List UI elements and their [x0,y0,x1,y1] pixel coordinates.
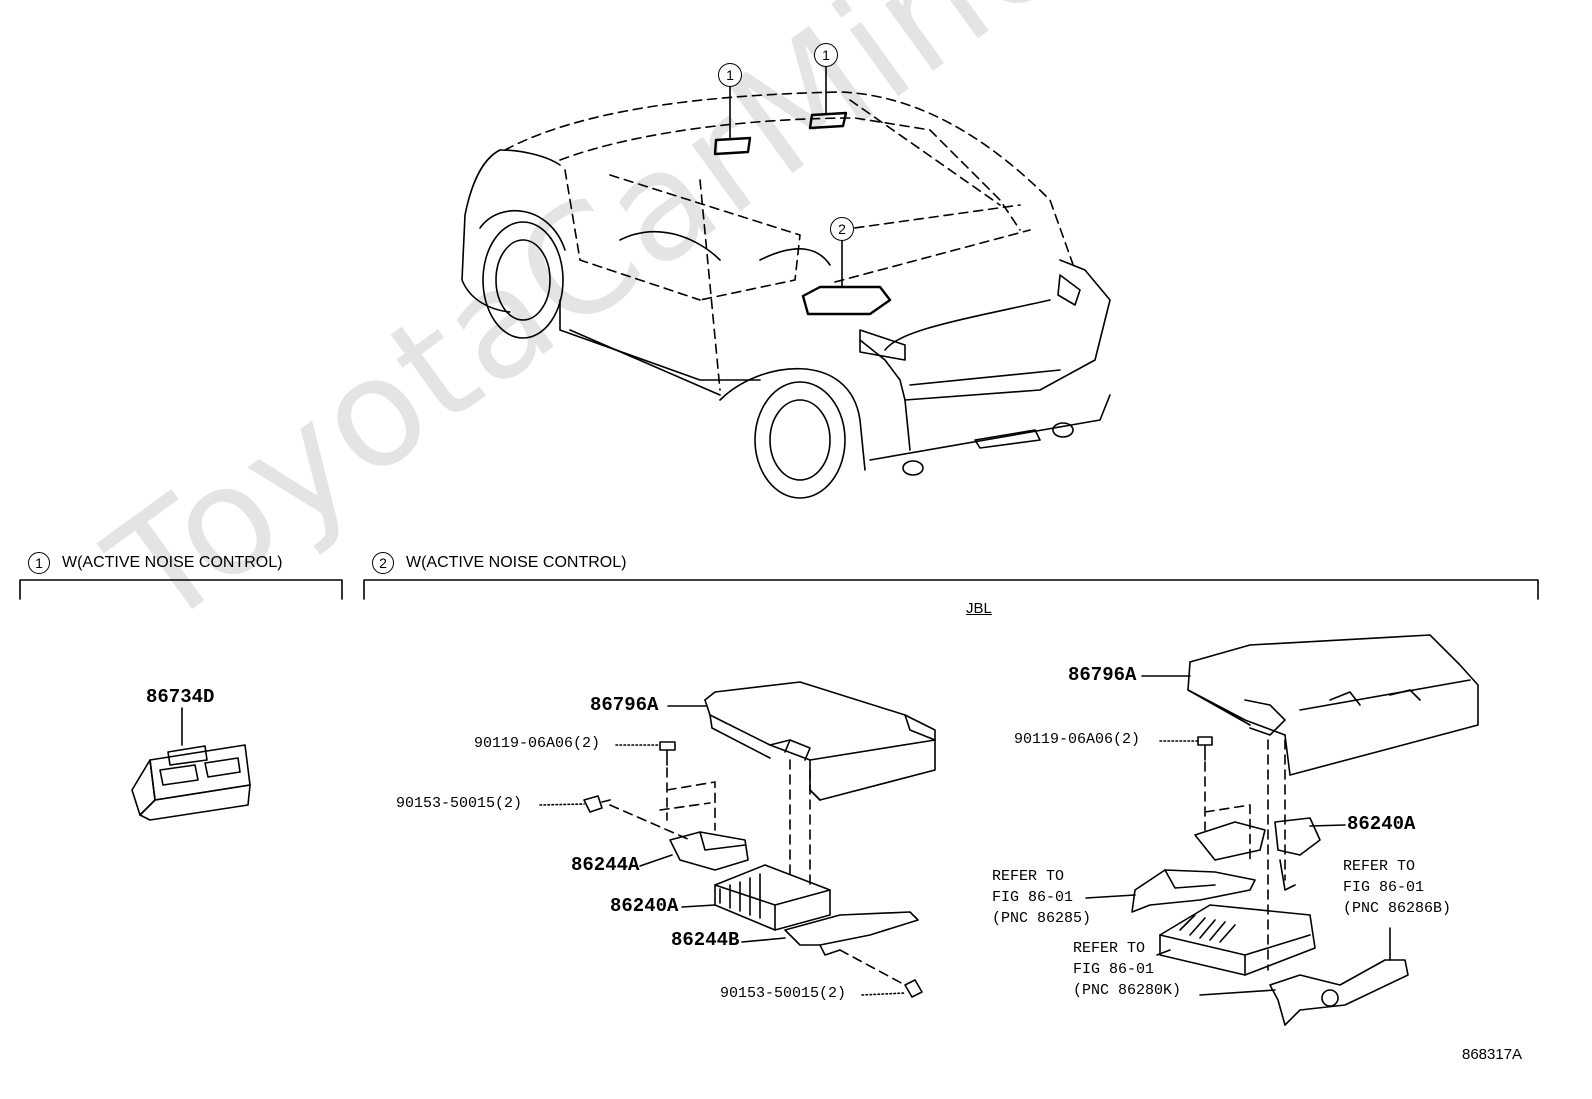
assembly-jbl-drawing [1085,634,1479,1026]
right-amp-label[interactable]: 86240A [1347,813,1416,835]
figure-id: 868317A [1462,1046,1523,1063]
mid-screw-lower-label[interactable]: 90153-50015(2) [720,985,847,1002]
mid-bolt-label[interactable]: 90119-06A06(2) [474,735,601,752]
section-2-heading: 2 W(ACTIVE NOISE CONTROL) [372,552,626,574]
right-ref-86280K[interactable]: REFER TO FIG 86-01 (PNC 86280K) [1073,938,1181,1001]
section-1-heading: 1 W(ACTIVE NOISE CONTROL) [28,552,282,574]
right-bolt-label[interactable]: 90119-06A06(2) [1014,731,1141,748]
vehicle-illustration [461,65,1111,499]
right-ref-86285[interactable]: REFER TO FIG 86-01 (PNC 86285) [992,866,1091,929]
callout-2: 2 [830,217,854,241]
right-cover-label[interactable]: 86796A [1068,664,1137,686]
callout-1-a: 1 [718,63,742,87]
assembly-standard-drawing [539,681,936,998]
ref-86280K-line3: (PNC 86280K) [1073,982,1182,999]
ref-86280K-line1: REFER TO [1073,940,1146,957]
mid-amp-label[interactable]: 86240A [610,895,679,917]
ref-86285-line2: FIG 86-01 [992,889,1074,906]
ref-86285-line1: REFER TO [992,868,1065,885]
ref-86286B-line3: (PNC 86286B) [1343,900,1452,917]
ref-86285-line3: (PNC 86285) [992,910,1092,927]
mid-cover-label[interactable]: 86796A [590,694,659,716]
mid-bracket-b-label[interactable]: 86244B [671,929,740,951]
right-ref-86286B[interactable]: REFER TO FIG 86-01 (PNC 86286B) [1343,856,1451,919]
callout-1-b: 1 [814,43,838,67]
jbl-subgroup-label: JBL [966,600,992,617]
ref-86280K-line2: FIG 86-01 [1073,961,1155,978]
ref-86286B-line2: FIG 86-01 [1343,879,1425,896]
section-1-title: W(ACTIVE NOISE CONTROL) [62,554,283,572]
part-86734D-label[interactable]: 86734D [146,686,215,708]
mid-bracket-a-label[interactable]: 86244A [571,854,640,876]
ref-86286B-line1: REFER TO [1343,858,1416,875]
section-2-number: 2 [372,552,394,574]
mid-screw-upper-label[interactable]: 90153-50015(2) [396,795,523,812]
part-86734D-drawing [131,707,251,821]
section-1-number: 1 [28,552,50,574]
section-2-title: W(ACTIVE NOISE CONTROL) [406,554,627,572]
